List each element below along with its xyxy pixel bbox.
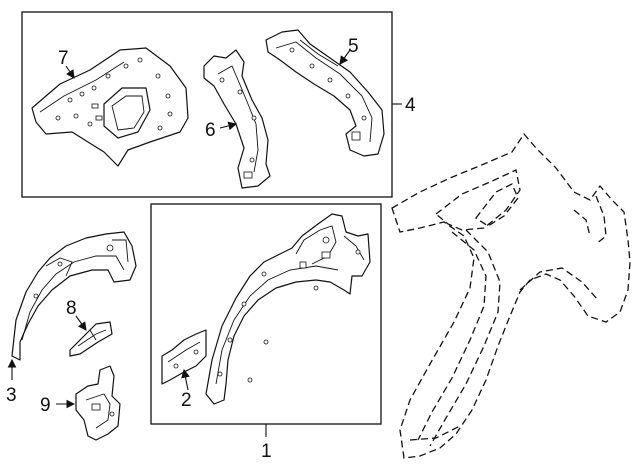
- callout-6: 6: [205, 120, 216, 141]
- part-2-small-plate: [161, 329, 207, 385]
- leader-7: [65, 65, 75, 79]
- callout-3: 3: [6, 385, 17, 406]
- part-5-wheelhouse-extension: [265, 29, 385, 157]
- callout-8: 8: [66, 298, 77, 319]
- callout-5: 5: [348, 36, 359, 57]
- part-1-outer-wheelhouse: [205, 213, 371, 405]
- callout-9: 9: [40, 395, 51, 416]
- part-3-inner-wheelhouse: [11, 231, 137, 361]
- leader-8: [75, 315, 87, 331]
- callout-labels: 1 2 3 4 5 6 7 8 9: [6, 36, 416, 462]
- callout-1: 1: [261, 441, 272, 462]
- leader-6: [219, 121, 238, 131]
- leader-5: [339, 49, 351, 65]
- part-9-mounting-bracket: [75, 365, 121, 441]
- callout-2: 2: [181, 390, 192, 411]
- leader-lines: [7, 49, 402, 437]
- callout-7: 7: [58, 48, 69, 69]
- callout-4: 4: [405, 95, 416, 116]
- part-7-reinforcement-panel: [31, 47, 189, 167]
- part-6-pillar-bracket: [203, 49, 271, 189]
- leader-2: [181, 368, 190, 391]
- part-8-small-bracket: [69, 321, 113, 357]
- quarter-panel-reference-outline: [391, 132, 631, 459]
